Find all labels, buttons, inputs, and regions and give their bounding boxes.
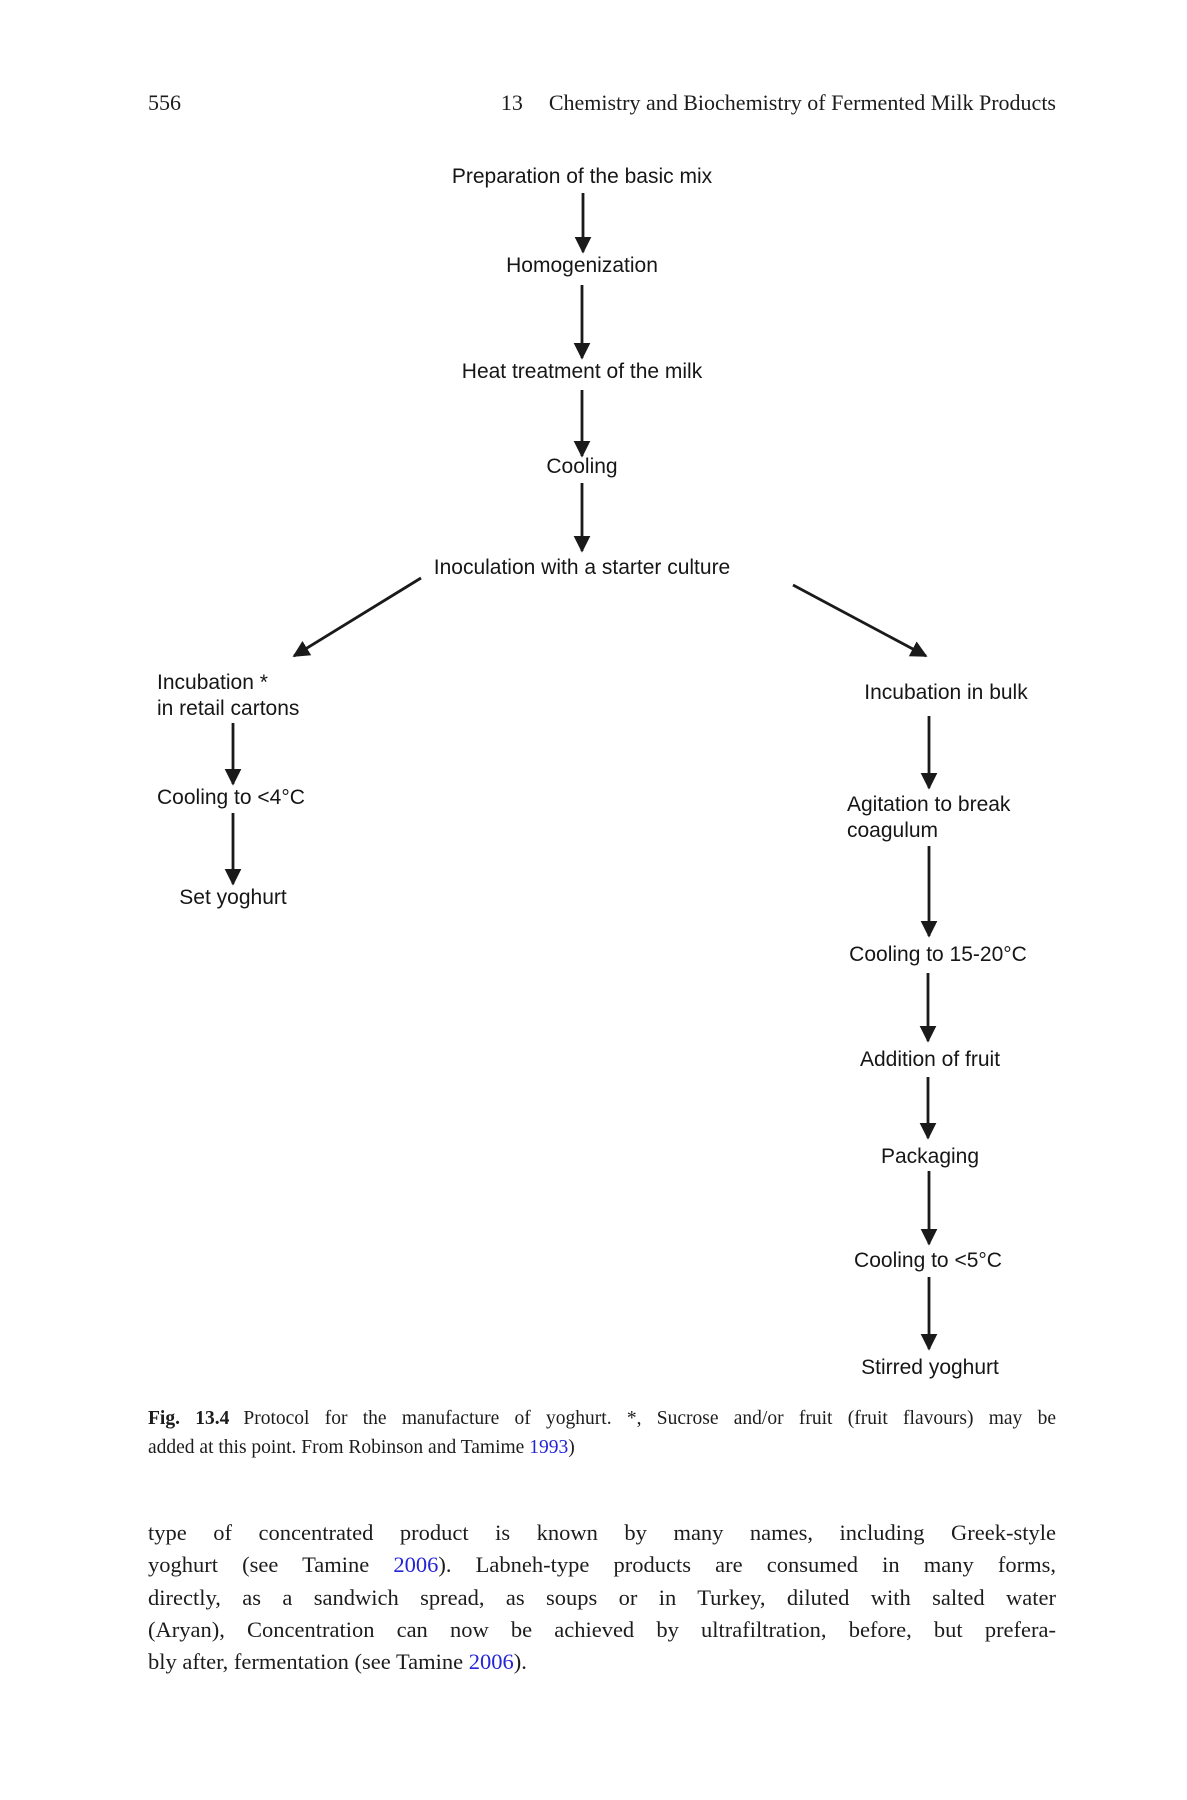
- flow-node-cooling-5c: Cooling to <5°C: [854, 1249, 1002, 1272]
- body-line-2: yoghurt (see Tamine 2006). Labneh-type p…: [148, 1549, 1056, 1581]
- figure-caption: Fig. 13.4 Protocol for the manufacture of…: [148, 1404, 1056, 1462]
- flow-node-packaging: Packaging: [880, 1145, 980, 1168]
- reference-link-2006-a[interactable]: 2006: [393, 1552, 439, 1578]
- body-text: bly after, fermentation (see Tamine: [148, 1649, 469, 1675]
- page-number: 556: [148, 90, 181, 115]
- caption-text-continued: added at this point. From Robinson and T…: [148, 1437, 530, 1458]
- body-paragraph: type of concentrated product is known by…: [148, 1517, 1056, 1678]
- chapter-heading: 13 Chemistry and Biochemistry of Ferment…: [501, 90, 1056, 116]
- chapter-title: Chemistry and Biochemistry of Fermented …: [548, 90, 1056, 115]
- flow-node-cooling-4c: Cooling to <4°C: [157, 786, 305, 809]
- caption-line-2: added at this point. From Robinson and T…: [148, 1433, 1056, 1462]
- flow-node-inoculation: Inoculation with a starter culture: [433, 556, 731, 579]
- arrow-inoculation-cartons: [292, 576, 422, 658]
- flow-node-cooling-15-20c: Cooling to 15-20°C: [849, 943, 1027, 966]
- chapter-number: 13: [500, 90, 523, 115]
- flow-node-addition-fruit: Addition of fruit: [859, 1048, 1001, 1071]
- flow-node-heat-treatment: Heat treatment of the milk: [461, 360, 703, 383]
- reference-link-2006-b[interactable]: 2006: [468, 1649, 514, 1675]
- body-text: ). Labneh-type products are consumed in …: [438, 1552, 1056, 1578]
- running-head: 556 13 Chemistry and Biochemistry of Fer…: [148, 90, 1056, 116]
- arrow-inoculation-bulk: [792, 583, 928, 658]
- body-text: ).: [513, 1649, 527, 1675]
- body-line-1: type of concentrated product is known by…: [148, 1520, 1056, 1545]
- flow-node-incubation-bulk: Incubation in bulk: [864, 681, 1028, 704]
- caption-line-1: Fig. 13.4 Protocol for the manufacture of…: [148, 1404, 1056, 1433]
- reference-link-1993[interactable]: 1993: [529, 1437, 569, 1458]
- flow-node-homogenization: Homogenization: [506, 254, 658, 277]
- flow-node-stirred-yoghurt: Stirred yoghurt: [861, 1356, 999, 1379]
- body-line-5: bly after, fermentation (see Tamine 2006…: [148, 1646, 1056, 1678]
- flow-node-preparation: Preparation of the basic mix: [451, 165, 713, 188]
- flow-node-incubation-cartons: Incubation * in retail cartons: [157, 671, 300, 720]
- caption-closing-paren: ): [568, 1437, 575, 1458]
- flow-node-agitation: Agitation to break coagulum: [847, 793, 1011, 842]
- body-line-3: directly, as a sandwich spread, as soups…: [148, 1584, 1056, 1610]
- body-text: yoghurt (see Tamine: [148, 1552, 394, 1578]
- flow-node-set-yoghurt: Set yoghurt: [179, 886, 287, 909]
- caption-text: Protocol for the manufacture of yoghurt.…: [243, 1408, 1056, 1429]
- flowchart-arrows: [224, 193, 938, 1351]
- body-line-4: (Aryan), Concentration can now be achiev…: [148, 1616, 1056, 1642]
- flow-node-cooling: Cooling: [546, 455, 618, 478]
- figure-label: Fig. 13.4: [148, 1408, 230, 1429]
